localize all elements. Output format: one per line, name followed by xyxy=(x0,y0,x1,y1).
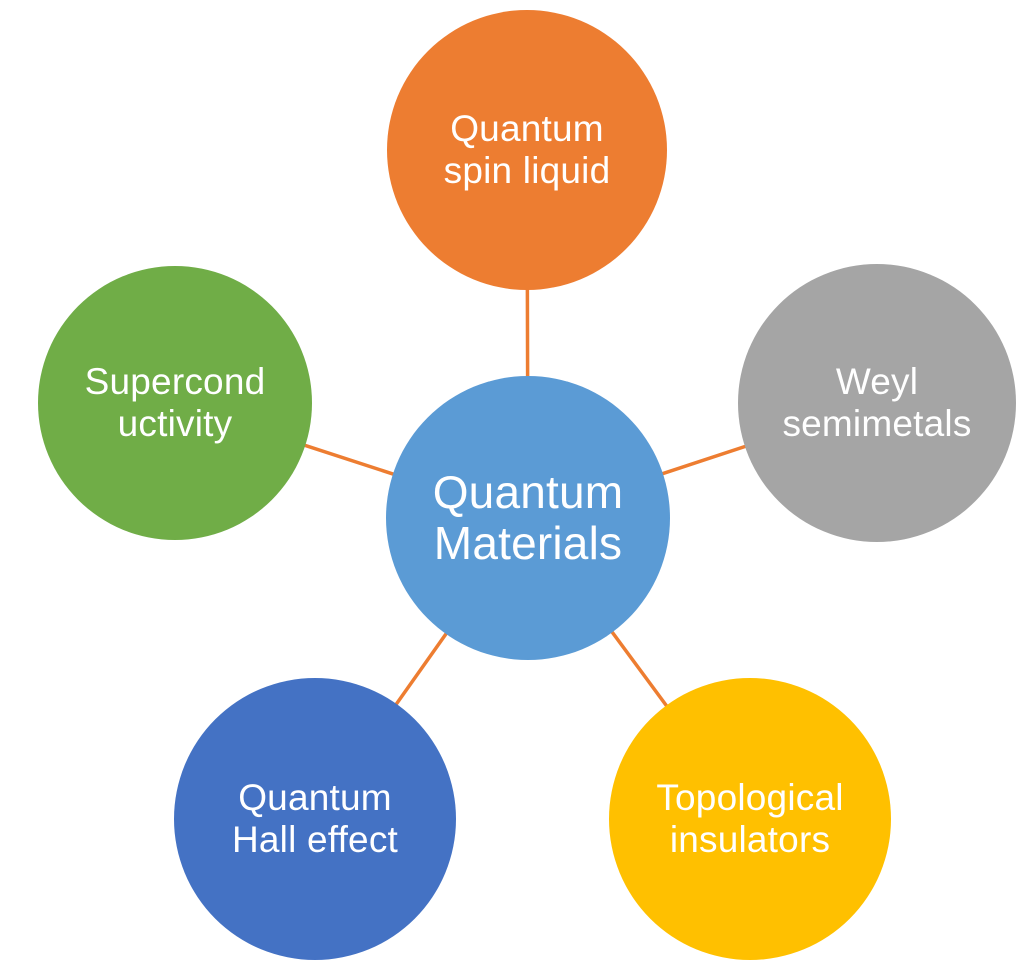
node-quantum-hall-effect: Quantum Hall effect xyxy=(174,678,456,960)
node-quantum-spin-liquid: Quantum spin liquid xyxy=(387,10,667,290)
label-line: Quantum xyxy=(238,776,392,818)
label-line: uctivity xyxy=(117,403,233,444)
node-quantum-spin-liquid-label: Quantum spin liquid xyxy=(444,108,611,192)
label-line: spin liquid xyxy=(443,150,611,191)
label-line: Materials xyxy=(433,517,623,569)
node-quantum-hall-effect-label: Quantum Hall effect xyxy=(232,777,398,861)
node-superconductivity-label: Supercond uctivity xyxy=(85,361,266,445)
node-weyl-semimetals: Weyl semimetals xyxy=(738,264,1016,542)
label-line: semimetals xyxy=(782,403,972,444)
label-line: insulators xyxy=(669,819,831,860)
label-line: Topological xyxy=(656,776,844,818)
node-quantum-materials-label: Quantum Materials xyxy=(433,467,624,568)
label-line: Supercond xyxy=(84,360,266,402)
node-topological-insulators-label: Topological insulators xyxy=(656,777,843,861)
node-superconductivity: Supercond uctivity xyxy=(38,266,312,540)
node-weyl-semimetals-label: Weyl semimetals xyxy=(782,361,971,445)
label-line: Quantum xyxy=(450,107,604,149)
label-line: Hall effect xyxy=(231,819,399,860)
node-topological-insulators: Topological insulators xyxy=(609,678,891,960)
label-line: Quantum xyxy=(432,466,624,519)
node-quantum-materials-center: Quantum Materials xyxy=(386,376,670,660)
label-line: Weyl xyxy=(835,360,919,402)
